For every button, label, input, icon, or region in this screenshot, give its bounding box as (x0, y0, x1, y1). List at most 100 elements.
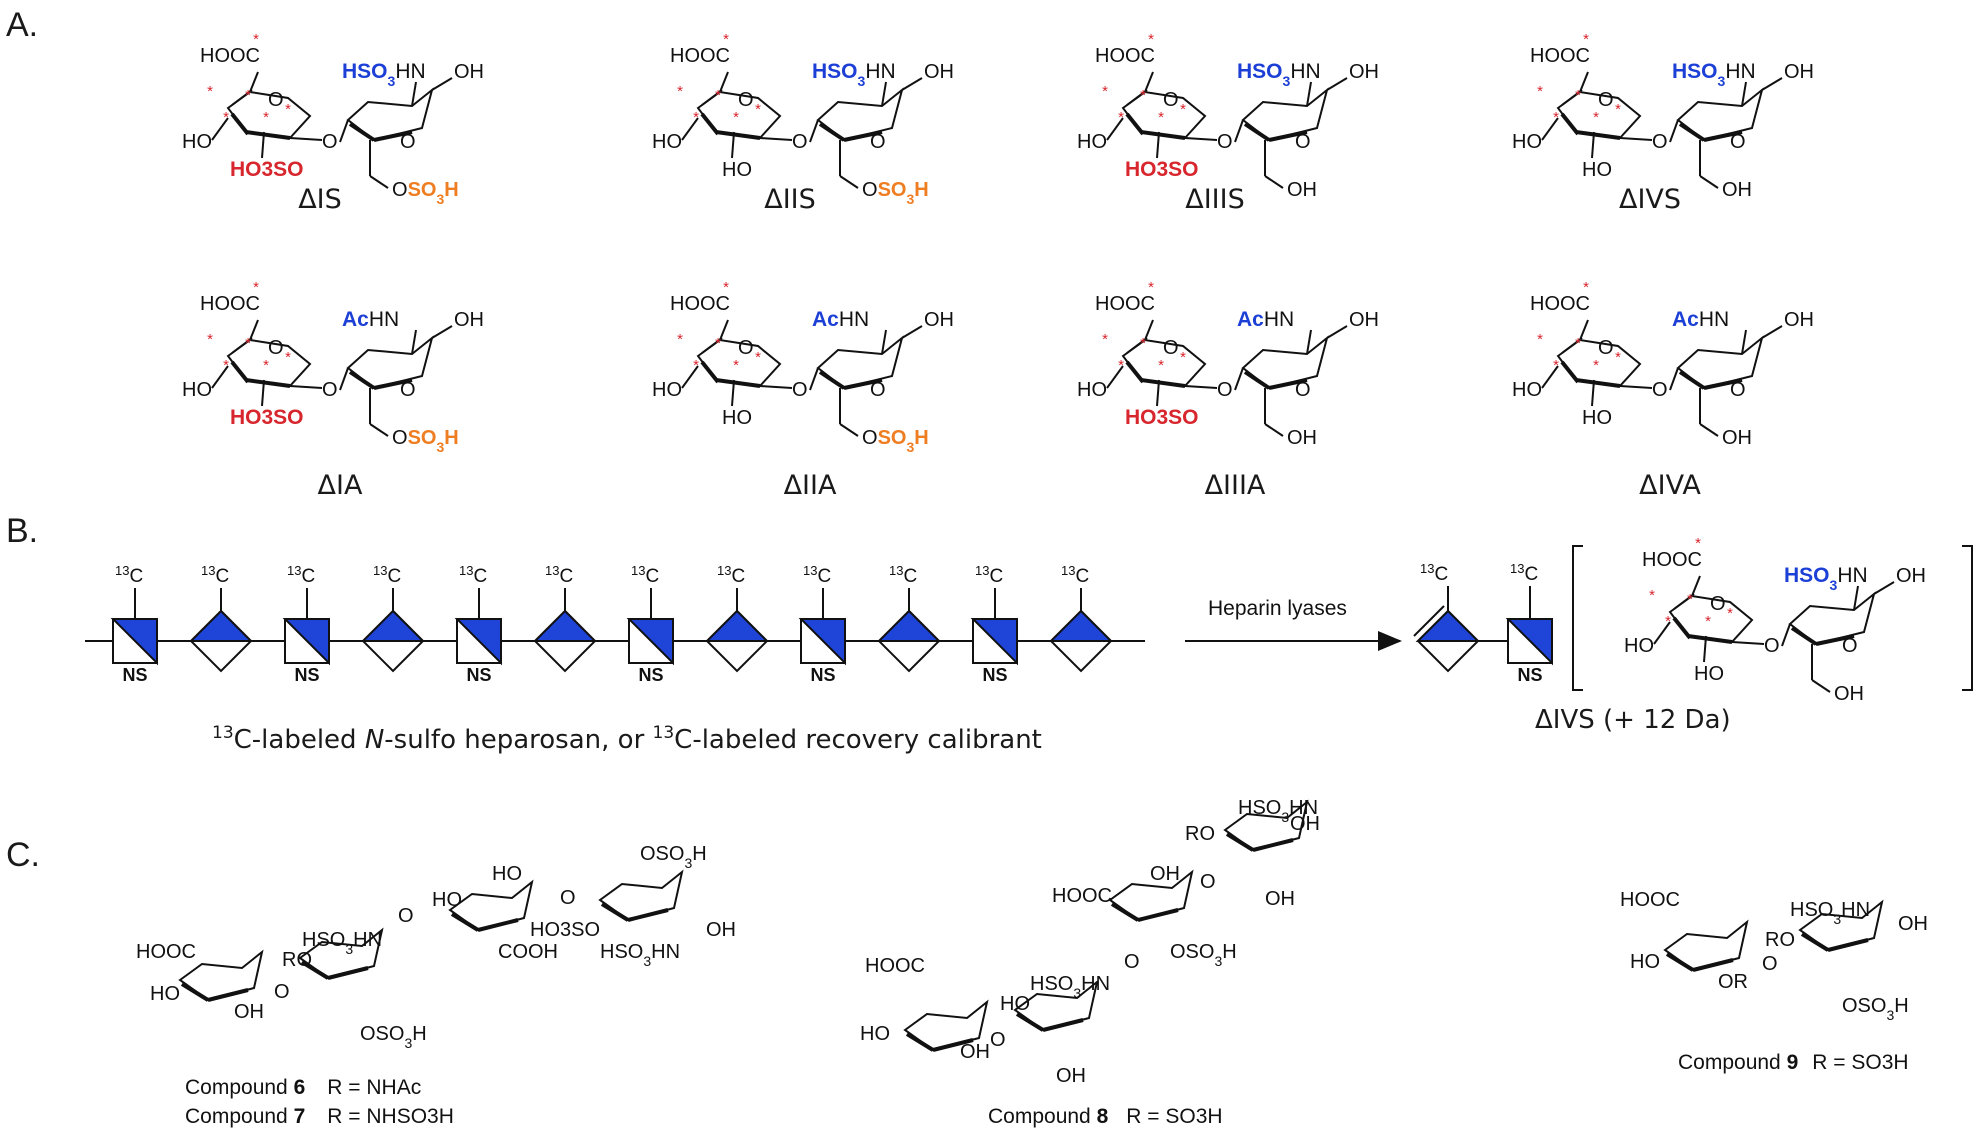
ring-bold-edge (1140, 130, 1186, 140)
anomeric-hydroxyl: OH (454, 309, 484, 331)
glucosamine-ring (1798, 899, 1884, 952)
caption-part-2: -sulfo heparosan, or (384, 725, 652, 755)
cooh-group: HOOC (1095, 45, 1155, 67)
glycosidic-oxygen: O (1652, 131, 1668, 153)
c6-substituent: OH (1722, 179, 1752, 201)
c4-oh-bond (1541, 365, 1559, 389)
label-star: * (285, 101, 291, 118)
c2-bond (1156, 131, 1160, 159)
ring-bold-edge (373, 378, 413, 390)
sulfo-group: OSO3H (1170, 941, 1237, 969)
isotope-label: 13C (115, 563, 143, 588)
n-substituent: HSO3HN (342, 60, 426, 89)
ns-label: NS (466, 665, 491, 685)
label-star: * (1118, 109, 1124, 126)
o-to-ring (809, 119, 819, 143)
c2-substituent: HO (1582, 159, 1612, 181)
c2-bond (261, 379, 265, 407)
arrow-label: Heparin lyases (1208, 597, 1347, 620)
uronic-ring (1663, 919, 1749, 972)
disaccharide-label: ΔIIA (784, 470, 837, 501)
c2-n-bond (1741, 329, 1747, 355)
label-star: * (1102, 331, 1108, 348)
disaccharide-label: ΔIIIS (1185, 184, 1245, 215)
ring-bold-edge (230, 360, 250, 384)
double-bond (1673, 593, 1695, 610)
disaccharide-label: ΔIA (318, 470, 363, 501)
glycosidic-oxygen: O (990, 1029, 1006, 1051)
label-star: * (755, 101, 761, 118)
o-to-ring (809, 367, 819, 391)
caption-part-1: C-labeled (234, 725, 365, 755)
cooh-group: HOOC (670, 293, 730, 315)
o-to-ring (1781, 623, 1791, 647)
c6-substituent: OSO3H (392, 179, 459, 207)
isotope-label: 13C (975, 563, 1003, 588)
n-substituent: HSO3HN (812, 60, 896, 89)
label-star: * (1649, 587, 1655, 604)
cooh-group: HOOC (865, 955, 925, 977)
caption-part-3: C-labeled recovery calibrant (674, 725, 1042, 755)
c6-bond (839, 423, 859, 437)
glycosidic-bond (759, 137, 793, 141)
bracket-right (1962, 545, 1973, 691)
anomeric-hydroxyl: OH (1349, 61, 1379, 83)
ring-oxygen: O (1842, 635, 1858, 657)
double-bond (1561, 89, 1583, 106)
label-star: * (693, 109, 699, 126)
isotope-label: 13C (201, 563, 229, 588)
ring-oxygen: O (1598, 89, 1614, 111)
label-star: * (677, 331, 683, 348)
c6-substituent: OSO3H (392, 427, 459, 455)
caption-italic: N (365, 725, 384, 755)
glca-diamond: 13C (1048, 563, 1114, 673)
anomeric-bond (431, 325, 453, 339)
glucosamine-ring (1013, 979, 1099, 1032)
ring-oxygen: O (1730, 131, 1746, 153)
ring-bold-edge (1672, 616, 1692, 640)
anomeric-hydroxyl: OH (1349, 309, 1379, 331)
c2-bond (1591, 131, 1595, 159)
product-label: ΔIVS (+ 12 Da) (1535, 705, 1731, 735)
c4-oh-bond (1541, 117, 1559, 141)
isotope-label: 13C (287, 563, 315, 588)
anomeric-bond (901, 77, 923, 91)
label-star: * (285, 349, 291, 366)
c6-substituent: OSO3H (862, 179, 929, 207)
anomeric-bond (1761, 325, 1783, 339)
c2-n-bond (1306, 329, 1312, 355)
c4-hydroxyl: HO (652, 379, 682, 401)
label-star: * (1140, 87, 1146, 104)
ring-bold-edge (715, 130, 761, 140)
ring-bold-edge (1560, 112, 1580, 136)
label-star: * (693, 357, 699, 374)
glycosidic-bond (289, 385, 323, 389)
section-label-c: C. (6, 836, 40, 874)
cooh-group: HOOC (1095, 293, 1155, 315)
ring-oxygen: O (738, 337, 754, 359)
label-star: * (1583, 31, 1589, 48)
c4-oh-bond (1106, 365, 1124, 389)
ring-oxygen: O (268, 337, 284, 359)
ring-oxygen: O (1163, 337, 1179, 359)
c2-bond (261, 131, 265, 159)
n-sulfo-group: HSO3HN (600, 941, 680, 969)
cooh-group: HOOC (670, 45, 730, 67)
ring-bold-edge (1575, 130, 1621, 140)
o-to-ring (339, 119, 349, 143)
sulfo-group: OSO3H (360, 1023, 427, 1051)
label-star: * (1583, 279, 1589, 296)
glucosamine-ring (1223, 799, 1309, 852)
glycosidic-oxygen: O (274, 981, 290, 1003)
r-group: RO (282, 949, 312, 971)
ring-bold-edge (700, 360, 720, 384)
